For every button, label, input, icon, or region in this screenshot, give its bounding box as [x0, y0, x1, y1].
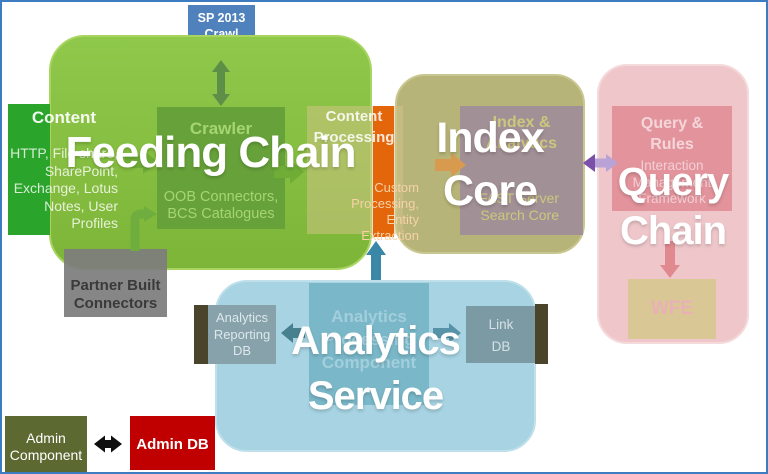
partner-built-connectors-box: Partner Built Connectors	[64, 249, 167, 317]
partner-line: Partner Built	[70, 277, 161, 294]
query-chain-title-line: Chain	[619, 209, 727, 253]
admin-component-line: Component	[9, 446, 83, 463]
partner-line: Connectors	[73, 295, 158, 312]
analytics-reporting-db-line: Analytics	[215, 310, 269, 325]
link-db-shadow-box	[535, 304, 548, 364]
query-rules-body: Interaction Management Framework	[612, 158, 732, 208]
content-processing-title-line: Content	[325, 108, 383, 125]
content-box-title: Content	[31, 108, 97, 127]
index-analytics-body: FAST Server Search Core	[460, 190, 583, 224]
analytics-service-title: Analytics Service	[215, 314, 536, 424]
content-processing-body: Custom Processing, Entity Extraction	[322, 180, 419, 244]
admin-db-box: Admin DB	[130, 416, 215, 470]
index-core-title-line: Index	[436, 114, 544, 162]
index-analytics-title: Index & Analytics	[460, 112, 583, 154]
query-chain-title-line: Query	[617, 160, 730, 204]
index-core-title-line: Core	[443, 167, 538, 215]
query-rules-body-line: Framework	[638, 191, 706, 206]
analytics-component-line: Processing	[323, 330, 415, 349]
arrow-admin-to-admindb	[94, 435, 122, 453]
crawler-body-line: BCS Catalogues	[167, 206, 275, 222]
link-db-box: Link DB	[466, 306, 536, 363]
query-chain-title: Query Chain	[597, 158, 749, 256]
feeding-chain-title: Feeding Chain	[65, 128, 356, 177]
query-rules-title-line: Rules	[650, 136, 694, 153]
crawler-box: Crawler OOB Connectors, BCS Catalogues	[157, 107, 285, 229]
query-rules-title-line: Query &	[640, 115, 704, 132]
index-analytics-title-line: Analytics	[485, 135, 558, 152]
content-body-line: Exchange, Lotus	[13, 180, 118, 196]
analytics-component-line: Component	[321, 353, 417, 372]
index-analytics-body-line: FAST Server	[479, 190, 559, 206]
index-analytics-box: Index & Analytics FAST Server Search Cor…	[460, 106, 583, 235]
query-rules-box: Query & Rules Interaction Management Fra…	[612, 106, 732, 211]
analytics-reporting-db-line: Reporting	[213, 326, 271, 342]
reporting-db-shadow-box	[194, 305, 212, 364]
content-body-line: SharePoint,	[44, 162, 118, 179]
content-body-line: Notes, User	[44, 197, 118, 214]
analytics-service-title-line: Analytics	[291, 319, 461, 363]
crawler-body-line: OOB Connectors,	[163, 189, 279, 205]
content-box	[8, 104, 50, 235]
link-db-line: Link	[488, 317, 514, 332]
content-processing-body-line: Processing, Entity	[351, 196, 419, 227]
analytics-component-line: Analytics	[331, 307, 407, 326]
analytics-reporting-db-box: Analytics Reporting DB	[208, 305, 276, 364]
index-analytics-title-line: Index &	[492, 114, 551, 131]
content-body-line: Profiles	[71, 215, 118, 231]
analytics-reporting-db-line: DB	[232, 343, 252, 358]
content-processing-body-line: Extraction	[361, 228, 419, 243]
link-db-line: DB	[491, 339, 511, 354]
content-processing-body-line: Custom	[374, 180, 419, 195]
query-rules-body-line: Management	[632, 174, 712, 190]
wfe-box: WFE	[628, 279, 716, 339]
index-core-title: Index Core	[395, 112, 585, 218]
query-rules-body-line: Interaction	[640, 158, 704, 173]
crawler-body: OOB Connectors, BCS Catalogues	[157, 189, 285, 223]
admin-component-box: Admin Component	[5, 416, 87, 472]
analytics-service-title-line: Service	[307, 374, 444, 418]
content-body-line: HTTP, File share,	[10, 145, 118, 161]
admin-component-line: Admin	[26, 430, 66, 446]
crawler-title: Crawler	[189, 119, 253, 138]
query-rules-title: Query & Rules	[612, 113, 732, 155]
analytics-component-title: Analytics Processing Component	[309, 305, 429, 374]
content-box-body: HTTP, File share, SharePoint, Exchange, …	[10, 145, 118, 233]
content-processing-title-line: Processing	[313, 129, 395, 146]
index-analytics-body-line: Search Core	[480, 207, 559, 223]
content-processing-strip	[373, 106, 394, 237]
content-processing-title: Content Processing	[304, 106, 404, 148]
analytics-component-box: Analytics Processing Component	[309, 283, 429, 405]
crawl-store-db-line: SP 2013	[197, 11, 246, 25]
